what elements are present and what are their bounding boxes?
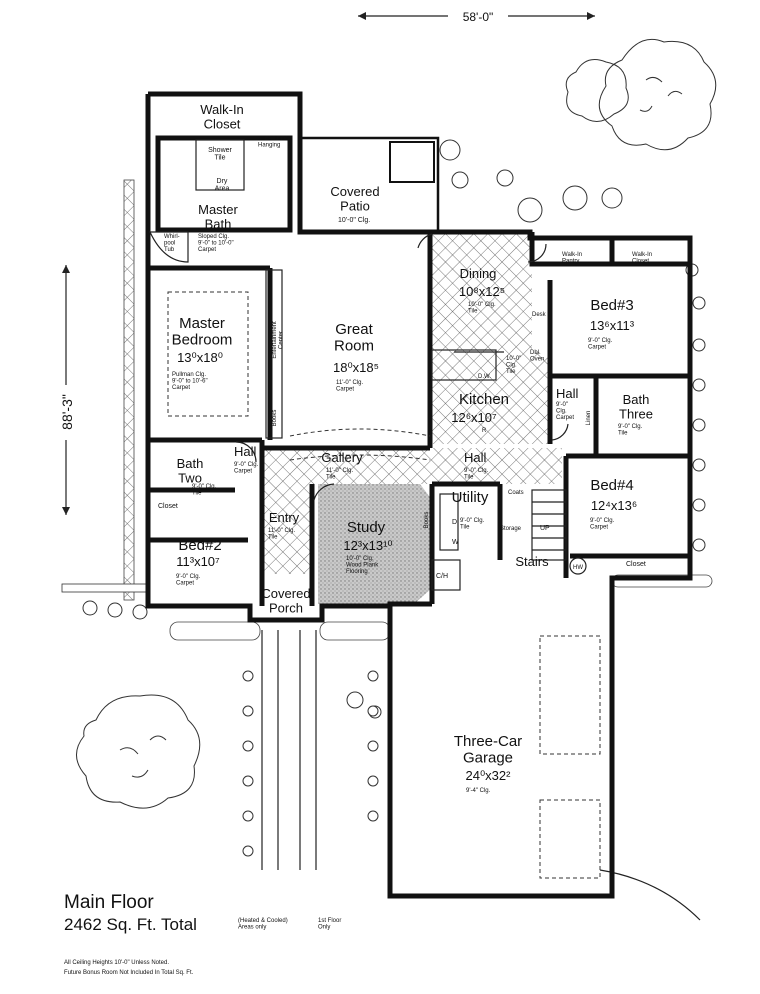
bed3-notes: 9'-0" Clg.Carpet bbox=[588, 338, 613, 351]
bed2-size: 11³x10⁷ bbox=[176, 554, 220, 569]
hall-west-label: Hall bbox=[234, 444, 257, 459]
storage-label: Storage bbox=[500, 526, 522, 532]
dining-label: Dining bbox=[460, 266, 497, 281]
up-label: UP bbox=[540, 525, 550, 532]
master-bedroom-size: 13⁰x18⁰ bbox=[177, 350, 223, 365]
width-dimension: 58'-0" bbox=[358, 10, 595, 24]
utility-label: Utility bbox=[452, 489, 489, 506]
dining-notes: 10'-0" Clg.Tile bbox=[468, 302, 496, 315]
kitchen-tile bbox=[432, 352, 550, 444]
footer-note-1: All Ceiling Heights 10'-0" Unless Noted. bbox=[64, 960, 169, 966]
depth-dimension: 88'-3" bbox=[59, 265, 75, 515]
gallery-notes: 11'-0" Clg.Tile bbox=[326, 468, 354, 481]
bed4-notes: 9'-0" Clg.Carpet bbox=[590, 518, 615, 531]
study-label: Study bbox=[347, 519, 386, 536]
dining-size: 10⁸x12⁵ bbox=[459, 284, 505, 299]
master-bath-notes: Sloped Clg.9'-0" to 10'-0"Carpet bbox=[198, 234, 234, 253]
plan-footer: Main Floor 2462 Sq. Ft. Total (Heated & … bbox=[64, 892, 341, 976]
covered-patio-notes: 10'-0" Clg. bbox=[338, 217, 370, 224]
garage-size: 24⁰x32² bbox=[466, 768, 512, 783]
hall-west-notes: 9'-0" Clg.Carpet bbox=[234, 462, 259, 475]
footer-heated: (Heated & Cooled)Areas only bbox=[238, 918, 288, 931]
tree-west bbox=[76, 694, 201, 809]
hall-center-notes: 9'-0" Clg.Tile bbox=[464, 468, 489, 481]
bath-two-notes: 9'-0" Clg.Tile bbox=[192, 484, 217, 497]
tree-northeast-small bbox=[565, 59, 629, 122]
d-label: D bbox=[452, 519, 457, 526]
entertainment-label: EntertainmentCenter bbox=[272, 321, 285, 359]
bed2-label: Bed#2 bbox=[178, 537, 221, 554]
bed2-notes: 9'-0" Clg.Carpet bbox=[176, 574, 201, 587]
r-label: R bbox=[482, 428, 487, 434]
kitchen-notes: 10'-0"Clg.Tile bbox=[506, 356, 521, 375]
bed4-label: Bed#4 bbox=[590, 477, 633, 494]
hall-east-notes: 9'-0"Clg.Carpet bbox=[556, 402, 574, 421]
study-wood bbox=[318, 484, 432, 604]
footer-note-2: Future Bonus Room Not Included In Total … bbox=[64, 970, 194, 976]
study-size: 12³x13¹⁰ bbox=[343, 538, 392, 553]
depth-label: 88'-3" bbox=[59, 394, 75, 430]
shrubs bbox=[82, 139, 706, 857]
hall-east-label: Hall bbox=[556, 386, 579, 401]
footer-total: 2462 Sq. Ft. Total bbox=[64, 915, 197, 934]
closet-bed2-label: Closet bbox=[158, 503, 178, 510]
garage-notes: 9'-4" Clg. bbox=[466, 788, 491, 794]
books-1-label: Books bbox=[272, 410, 278, 427]
master-bedroom-notes: Pullman Clg.9'-0" to 10'-6"Carpet bbox=[172, 372, 208, 391]
entry-notes: 11'-0" Clg.Tile bbox=[268, 528, 296, 541]
width-label: 58'-0" bbox=[463, 10, 494, 24]
ch-label: C/H bbox=[436, 573, 448, 580]
kitchen-label: Kitchen bbox=[459, 391, 509, 408]
entry-tile bbox=[262, 484, 312, 574]
hall-center-label: Hall bbox=[464, 450, 487, 465]
books-2-label: Books bbox=[424, 512, 430, 529]
utility-notes: 9'-0" Clg.Tile bbox=[460, 518, 485, 531]
coats-label: Coats bbox=[508, 490, 524, 496]
hw-label: HW bbox=[573, 565, 583, 571]
kitchen-size: 12⁶x10⁷ bbox=[451, 410, 497, 425]
tree-northeast-large bbox=[598, 38, 717, 151]
gallery-label: Gallery bbox=[321, 450, 363, 465]
dbl-oven-label: Dbl.Oven bbox=[530, 350, 544, 363]
footer-title: Main Floor bbox=[64, 892, 154, 913]
patio-outline bbox=[300, 136, 440, 232]
desk-label: Desk bbox=[532, 312, 547, 318]
bed3-size: 13⁶x11³ bbox=[590, 318, 635, 333]
bed3-label: Bed#3 bbox=[590, 297, 633, 314]
dining-tile bbox=[432, 232, 532, 352]
interior-details bbox=[149, 139, 601, 879]
w-label: W bbox=[452, 539, 459, 546]
bath-three-notes: 9'-0" Clg.Tile bbox=[618, 424, 643, 437]
closet-bed4-label: Closet bbox=[626, 561, 646, 568]
walkway bbox=[261, 630, 701, 921]
stairs-label: Stairs bbox=[515, 554, 549, 569]
entry-label: Entry bbox=[269, 510, 300, 525]
great-room-notes: 11'-0" Clg.Carpet bbox=[336, 380, 364, 393]
great-room-size: 18⁰x18⁵ bbox=[333, 360, 379, 375]
dw-label: D.W. bbox=[478, 374, 491, 380]
gallery-tile bbox=[262, 448, 562, 484]
bed4-size: 12⁴x13⁶ bbox=[591, 498, 637, 513]
linen-label: Linen bbox=[586, 411, 592, 426]
